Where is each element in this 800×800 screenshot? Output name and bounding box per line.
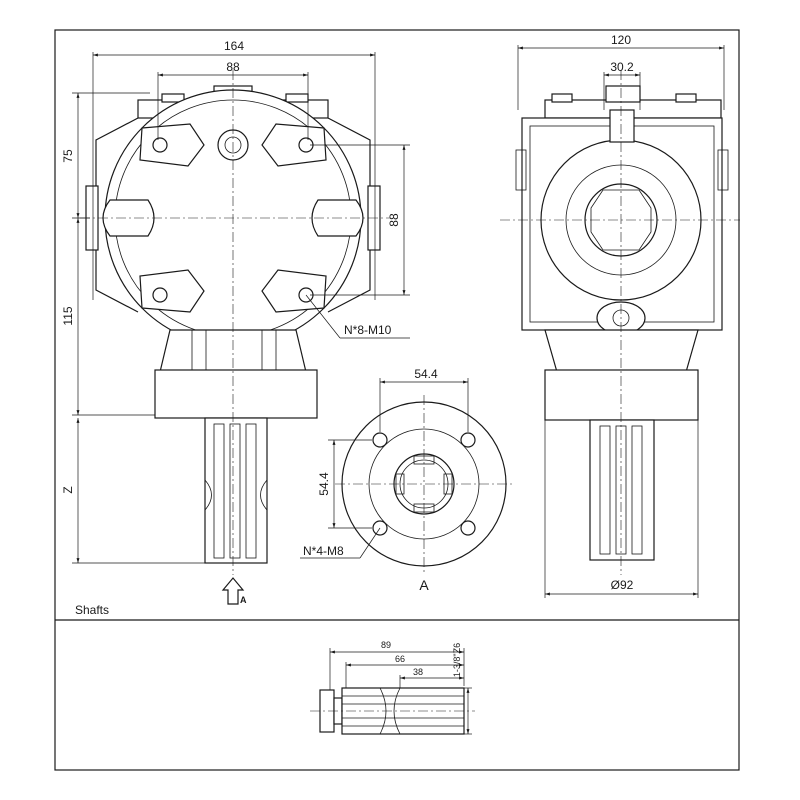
dim-hole-spacing-v: 88	[387, 213, 401, 227]
dim-side-width: 120	[611, 33, 631, 47]
shafts-section-title: Shafts	[75, 603, 109, 617]
flange-dimensions: 54.4 54.4 N*4-M8 A	[300, 367, 469, 593]
callout-front-holes: N*8-M10	[344, 323, 392, 337]
dim-flange-spacing-h: 54.4	[414, 367, 438, 381]
shaft-length-short: 38	[413, 667, 423, 677]
drawing-frame	[54, 29, 740, 771]
view-arrow-label: A	[240, 595, 247, 605]
flange-view	[335, 395, 512, 575]
shaft-dimensions: 89 66 38 1-3/8"Z6	[329, 640, 472, 735]
view-arrow: A	[221, 577, 247, 605]
dim-shaft-length: Z	[61, 486, 75, 493]
shaft-drawing	[310, 687, 475, 735]
front-dimensions: 164 88 75 115 Z 88 N*8-M10	[61, 39, 410, 564]
flange-view-label: A	[419, 577, 429, 593]
dim-side-offset: 30.2	[610, 60, 634, 74]
side-dimensions: 120 30.2 Ø92	[517, 33, 725, 598]
shaft-length-mid: 66	[395, 654, 405, 664]
dim-hole-spacing-h: 88	[226, 60, 240, 74]
callout-flange-holes: N*4-M8	[303, 544, 344, 558]
dim-width-total: 164	[224, 39, 244, 53]
dim-flange-spacing-v: 54.4	[317, 472, 331, 496]
dim-upper-height: 75	[61, 149, 75, 163]
shaft-spline-spec: 1-3/8"Z6	[452, 643, 462, 677]
dim-lower-height: 115	[61, 306, 75, 325]
front-view	[80, 70, 390, 575]
side-view	[500, 70, 740, 575]
dim-flange-diameter: Ø92	[611, 578, 634, 592]
shaft-length-total: 89	[381, 640, 391, 650]
